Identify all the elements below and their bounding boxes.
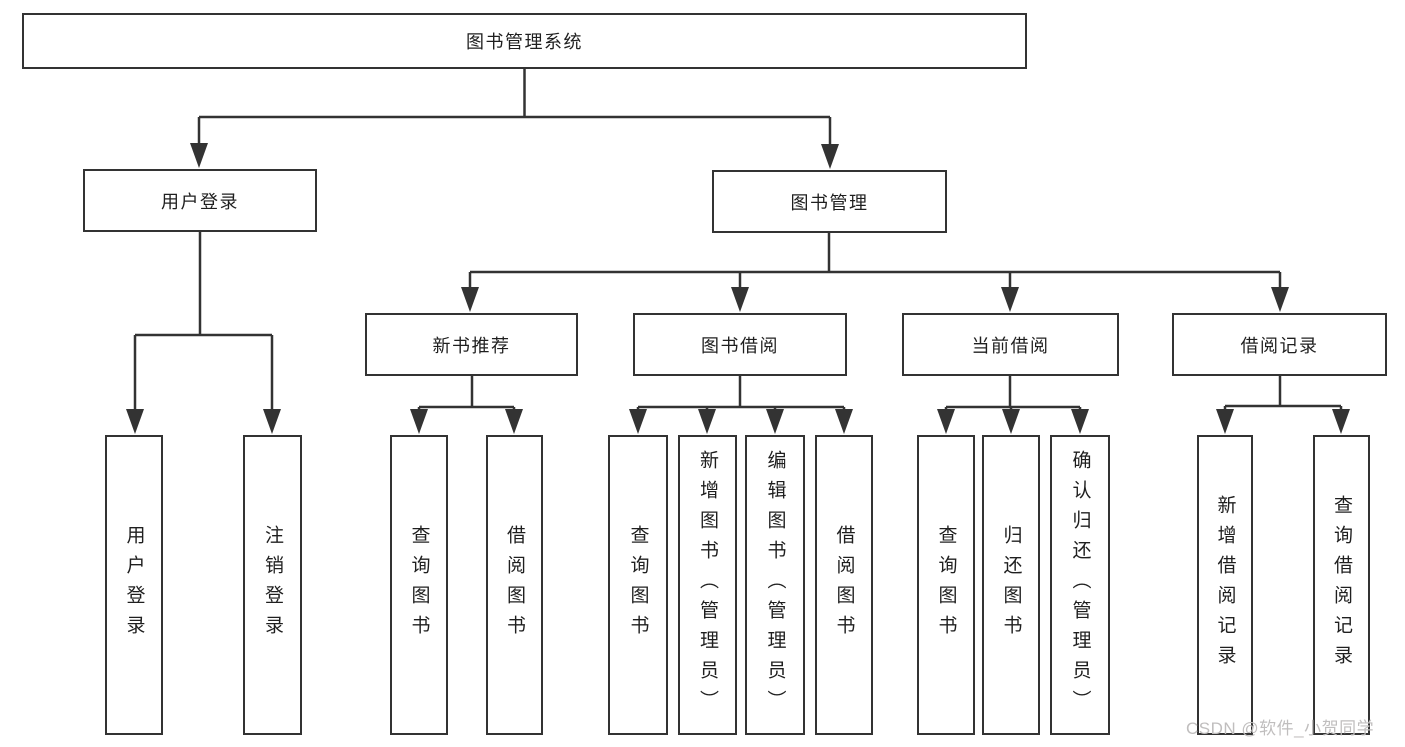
- leaf-query-books-recommend: 查询图书: [390, 435, 448, 735]
- leaf-return-books: 归还图书: [982, 435, 1040, 735]
- leaf-logout: 注销登录: [243, 435, 302, 735]
- leaf-add-books-admin: 新增图书（管理员）: [678, 435, 737, 735]
- node-borrowing-records: 借阅记录: [1172, 313, 1387, 376]
- node-book-borrowing: 图书借阅: [633, 313, 847, 376]
- arrowhead-group: [126, 143, 1350, 434]
- node-user-login: 用户登录: [83, 169, 317, 232]
- leaf-edit-books-admin: 编辑图书（管理员）: [745, 435, 805, 735]
- leaf-query-borrow-record: 查询借阅记录: [1313, 435, 1370, 735]
- leaf-query-books-current: 查询图书: [917, 435, 975, 735]
- leaf-confirm-return-admin: 确认归还（管理员）: [1050, 435, 1110, 735]
- leaf-add-borrow-record: 新增借阅记录: [1197, 435, 1253, 735]
- node-book-management: 图书管理: [712, 170, 947, 233]
- node-library-management-system: 图书管理系统: [22, 13, 1027, 69]
- node-current-borrowing: 当前借阅: [902, 313, 1119, 376]
- watermark: CSDN @软件_小贺同学: [1186, 719, 1375, 738]
- leaf-borrow-books-recommend: 借阅图书: [486, 435, 543, 735]
- leaf-query-books-borrowing: 查询图书: [608, 435, 668, 735]
- leaf-user-login: 用户登录: [105, 435, 163, 735]
- node-new-book-recommendation: 新书推荐: [365, 313, 578, 376]
- leaf-borrow-books-borrowing: 借阅图书: [815, 435, 873, 735]
